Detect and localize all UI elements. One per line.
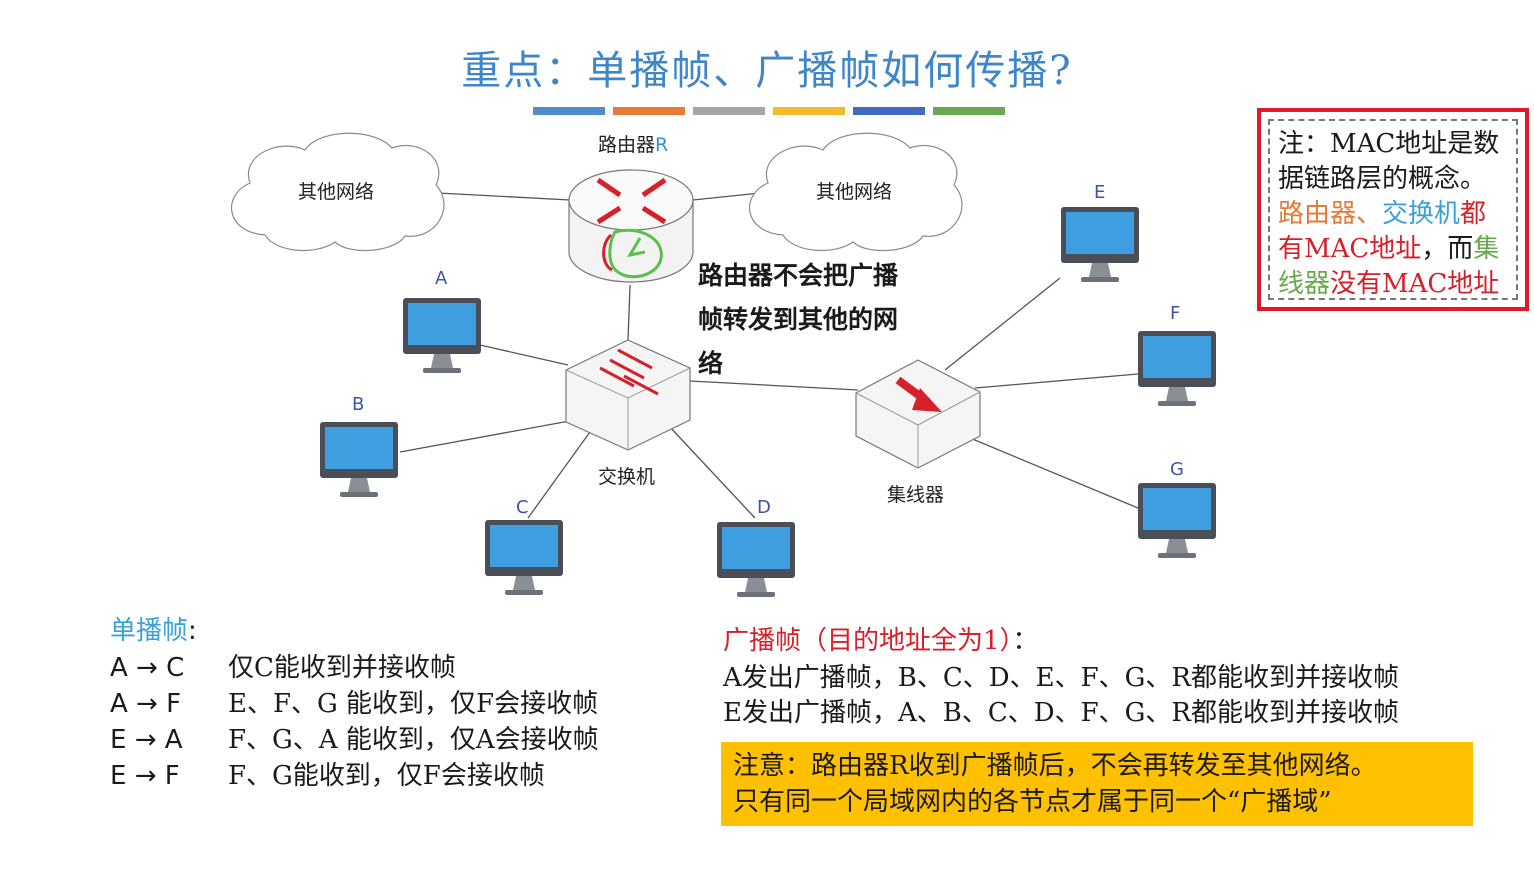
note-no-mac: 没有MAC地址 bbox=[1330, 269, 1500, 299]
cloud-left bbox=[230, 132, 445, 252]
note-separator: 、 bbox=[1356, 199, 1383, 229]
unicast-row-4-desc: F、G能收到，仅F会接收帧 bbox=[228, 761, 545, 791]
note-switch-word: 交换机 bbox=[1382, 199, 1461, 229]
mac-note-line-5: 线器没有MAC地址 bbox=[1278, 267, 1512, 302]
pc-g-icon bbox=[1138, 483, 1216, 558]
broadcast-domain-warning: 注意：路由器R收到广播帧后，不会再转发至其他网络。 只有同一个局域网内的各节点才… bbox=[721, 742, 1473, 826]
router-label-suffix: R bbox=[655, 134, 669, 156]
note-hub-word-start: 集 bbox=[1473, 234, 1500, 264]
switch-label: 交换机 bbox=[598, 466, 656, 488]
unicast-row-1-desc: 仅C能收到并接收帧 bbox=[228, 653, 456, 683]
pc-b-icon bbox=[320, 422, 398, 497]
pc-d-icon bbox=[717, 522, 795, 597]
unicast-heading-colon: : bbox=[188, 616, 197, 646]
pc-e-icon bbox=[1061, 207, 1139, 282]
broadcast-heading-colon: ： bbox=[1012, 626, 1039, 656]
pc-a-label: A bbox=[435, 268, 448, 289]
pc-a-icon bbox=[403, 298, 481, 373]
mac-note-content: 注：MAC地址是数 据链路层的概念。 路由器、交换机都 有MAC地址，而集 线器… bbox=[1268, 119, 1518, 300]
router-note-line-1: 路由器不会把广播 bbox=[698, 261, 899, 290]
cloud-right-label: 其他网络 bbox=[816, 181, 893, 203]
mac-note-box: 注：MAC地址是数 据链路层的概念。 路由器、交换机都 有MAC地址，而集 线器… bbox=[1257, 108, 1529, 311]
router-label: 路由器R bbox=[598, 130, 668, 157]
mac-note-line-4: 有MAC地址，而集 bbox=[1278, 232, 1512, 267]
unicast-row-4-path: E → F bbox=[110, 761, 180, 791]
unicast-heading-text: 单播帧 bbox=[110, 616, 189, 646]
pc-b-label: B bbox=[352, 394, 365, 415]
broadcast-line-1: A发出广播帧，B、C、D、E、F、G、R都能收到并接收帧 bbox=[723, 663, 1399, 693]
warning-line-1: 注意：路由器R收到广播帧后，不会再转发至其他网络。 bbox=[733, 751, 1377, 781]
switch-icon bbox=[565, 339, 691, 451]
unicast-row-2-path: A → F bbox=[110, 689, 182, 719]
broadcast-heading: 广播帧（目的地址全为1）： bbox=[723, 624, 1039, 659]
router-icon bbox=[568, 169, 694, 283]
mac-note-line-3: 路由器、交换机都 bbox=[1278, 197, 1512, 232]
router-note-line-2: 帧转发到其他的网 bbox=[698, 305, 899, 334]
color-bar-1 bbox=[533, 107, 605, 115]
color-bar-2 bbox=[613, 107, 685, 115]
links bbox=[399, 192, 1139, 519]
broadcast-heading-text: 广播帧（目的地址全为1） bbox=[723, 626, 1013, 656]
cloud-left-label: 其他网络 bbox=[298, 181, 375, 203]
unicast-row-2-desc: E、F、G 能收到，仅F会接收帧 bbox=[228, 689, 599, 719]
unicast-row-1-path: A → C bbox=[110, 653, 185, 683]
mac-note-line-1: 注：MAC地址是数 bbox=[1278, 129, 1500, 159]
broadcast-line-2: E发出广播帧，A、B、C、D、F、G、R都能收到并接收帧 bbox=[723, 698, 1399, 728]
unicast-heading: 单播帧: bbox=[110, 614, 197, 649]
router-label-main: 路由器 bbox=[598, 134, 656, 156]
note-has-mac: 有MAC地址 bbox=[1278, 234, 1422, 264]
router-note-line-3: 络 bbox=[698, 349, 724, 378]
note-but: ，而 bbox=[1421, 234, 1474, 264]
pc-e-label: E bbox=[1094, 182, 1106, 203]
pc-d-label: D bbox=[757, 497, 771, 518]
note-router-word: 路由器 bbox=[1278, 199, 1357, 229]
pc-c-icon bbox=[485, 520, 563, 595]
note-hub-word-end: 线器 bbox=[1278, 269, 1331, 299]
color-bar-5 bbox=[853, 107, 925, 115]
pc-c-label: C bbox=[516, 497, 529, 518]
color-bar-4 bbox=[773, 107, 845, 115]
unicast-row-3-path: E → A bbox=[110, 725, 183, 755]
pc-f-label: F bbox=[1170, 303, 1181, 324]
note-all-word: 都 bbox=[1460, 199, 1487, 229]
color-bar-3 bbox=[693, 107, 765, 115]
mac-note-line-2: 据链路层的概念。 bbox=[1278, 164, 1487, 194]
page-title: 重点：单播帧、广播帧如何传播? bbox=[461, 48, 1073, 94]
unicast-row-3-desc: F、G、A 能收到，仅A会接收帧 bbox=[228, 725, 599, 755]
hub-label: 集线器 bbox=[887, 484, 945, 506]
color-bar-6 bbox=[933, 107, 1005, 115]
hub-icon bbox=[855, 359, 981, 469]
pc-f-icon bbox=[1138, 331, 1216, 406]
pc-g-label: G bbox=[1170, 459, 1184, 480]
warning-line-2: 只有同一个局域网内的各节点才属于同一个“广播域” bbox=[733, 787, 1332, 817]
router-note: 路由器不会把广播 帧转发到其他的网 络 bbox=[698, 254, 928, 386]
cloud-right bbox=[748, 132, 963, 252]
